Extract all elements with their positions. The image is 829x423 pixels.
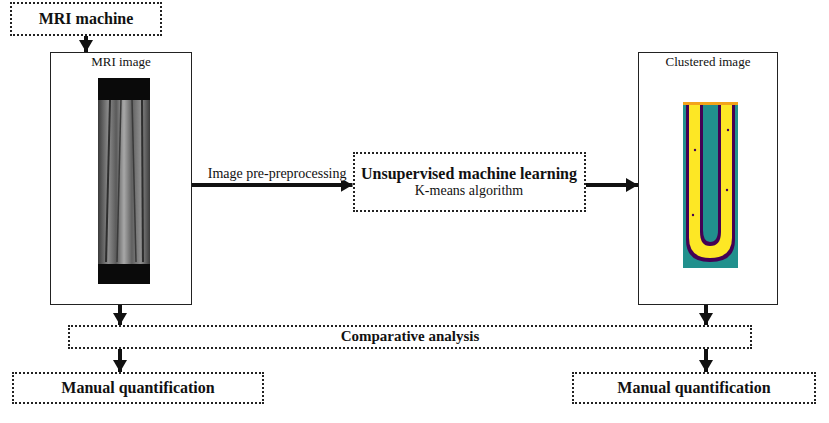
result-box: Manual quantification [572,372,816,404]
node-heading: Manual quantification [617,379,770,397]
node-heading: Manual quantification [61,379,214,397]
source-box: MRI machine [10,2,162,36]
node-heading: Comparative analysis [341,328,480,345]
node-heading: Clustered image [666,55,751,70]
mri-scan [98,78,150,284]
flow-arrow [586,183,639,187]
process-box: Unsupervised machine learningK-means alg… [353,152,586,212]
flow-arrow [192,183,353,187]
node-heading: MRI image [91,55,151,70]
node-body: K-means algorithm [415,183,523,199]
clustered-scan [683,102,738,268]
flow-arrow [84,36,88,52]
flow-arrow [118,305,122,325]
node-heading: MRI machine [39,10,134,28]
analysis-band: Comparative analysis [68,325,752,349]
result-box: Manual quantification [12,372,264,404]
flow-arrow [704,349,708,372]
flow-arrow [118,349,122,372]
flow-arrow [704,305,708,325]
node-heading: Unsupervised machine learning [361,165,577,183]
edge-label: Image pre-preprocessing [206,166,349,181]
image-panel: MRI image [50,52,192,305]
image-panel: Clustered image [638,52,778,305]
